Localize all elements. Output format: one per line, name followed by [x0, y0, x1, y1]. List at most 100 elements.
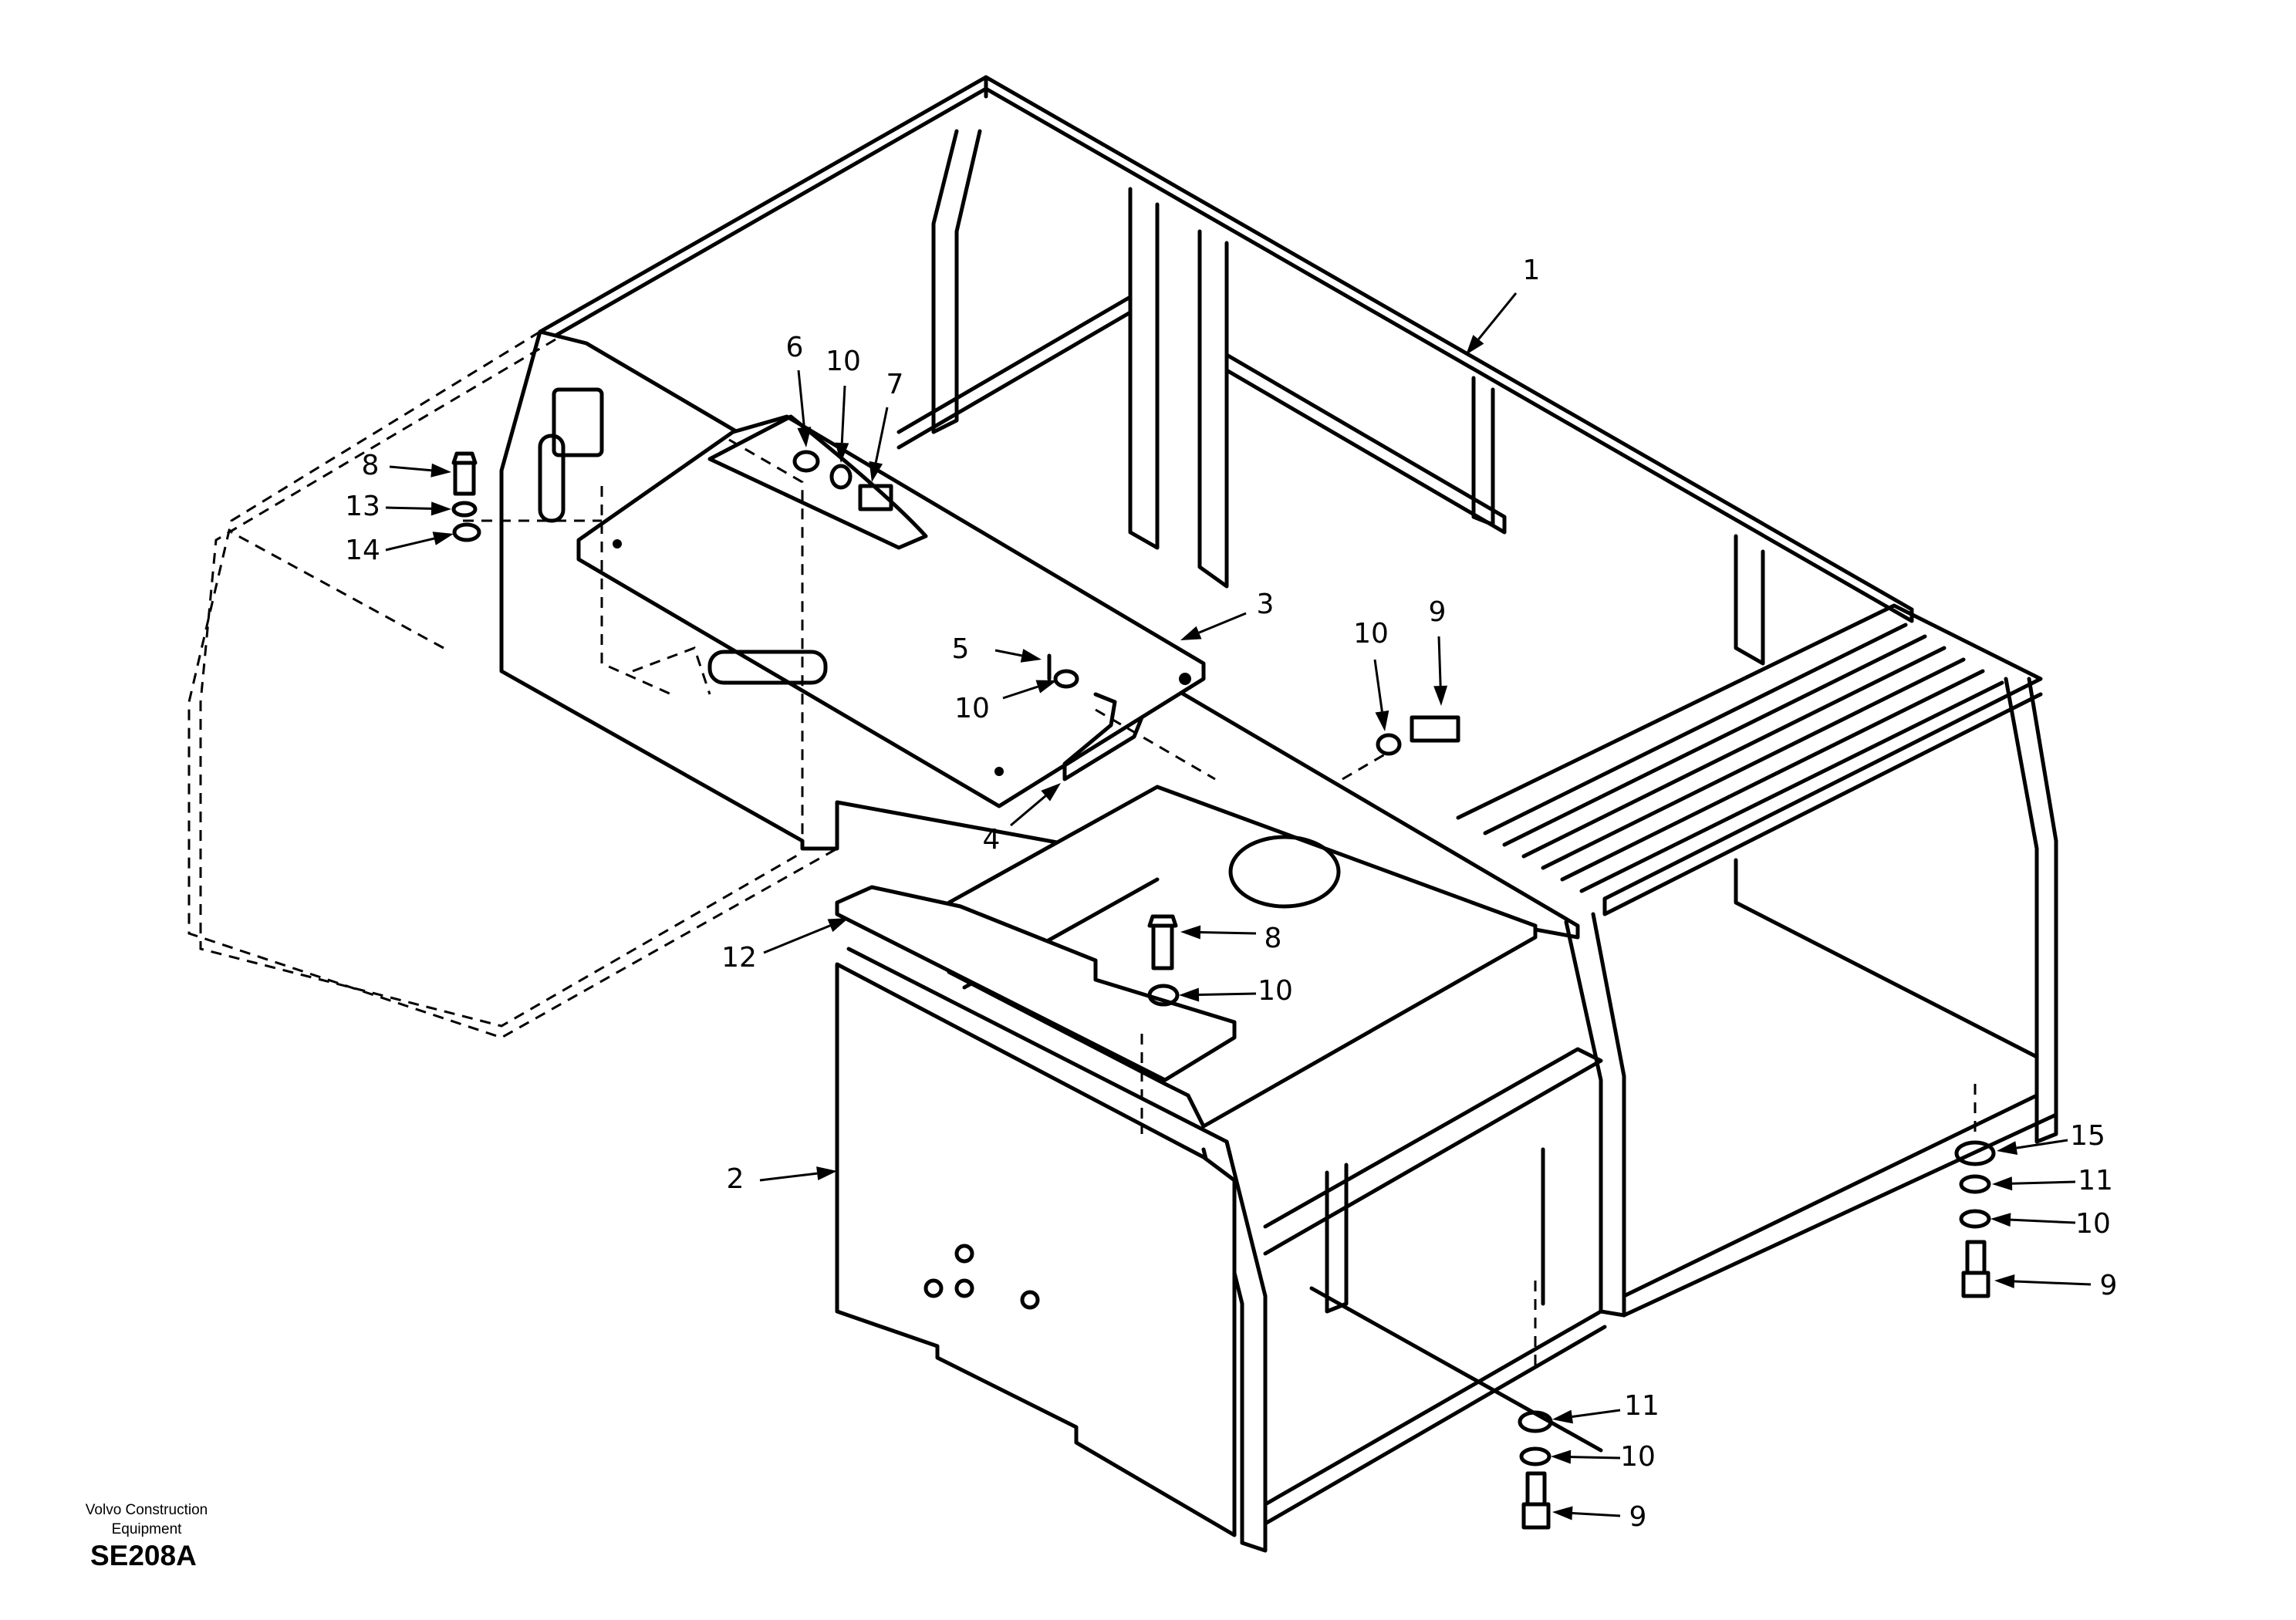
- callout-9: 9: [1552, 1501, 1646, 1533]
- callout-label: 4: [983, 824, 1001, 856]
- callout-label: 11: [1624, 1390, 1660, 1422]
- leader-line: [1010, 795, 1047, 827]
- callout-label: 14: [345, 535, 380, 566]
- arrowhead: [827, 918, 849, 933]
- arrowhead: [1041, 783, 1061, 802]
- arrowhead: [797, 427, 812, 447]
- arrowhead: [430, 501, 451, 516]
- callout-label: 13: [345, 491, 380, 522]
- arrowhead: [1997, 1141, 2018, 1155]
- leader-line: [2016, 1139, 2068, 1149]
- leader-line: [1477, 292, 1518, 340]
- leader-line: [874, 407, 889, 463]
- arrowhead: [1433, 685, 1448, 706]
- arrowhead: [1552, 1409, 1573, 1424]
- callout-8: 8: [362, 450, 451, 481]
- callout-8: 8: [1180, 923, 1281, 954]
- callout-label: 5: [952, 633, 970, 665]
- callout-4: 4: [983, 783, 1061, 856]
- callout-label: 9: [1429, 596, 1447, 628]
- main-frame: [499, 75, 2058, 1553]
- callout-10: 10: [1353, 618, 1389, 731]
- callout-10: 10: [954, 680, 1057, 724]
- leader-line: [2011, 1180, 2076, 1185]
- callout-label: 1: [1523, 255, 1541, 286]
- callout-7: 7: [869, 369, 903, 482]
- callout-label: 12: [721, 942, 757, 974]
- callout-3: 3: [1180, 589, 1274, 640]
- leader-line: [385, 537, 435, 552]
- hinge-link: [1062, 692, 1144, 781]
- angle-plate: [835, 885, 1237, 1082]
- callout-label: 2: [727, 1163, 745, 1195]
- arrowhead: [1994, 1274, 2015, 1289]
- callout-11: 11: [1992, 1165, 2113, 1196]
- adjacent-housing-outline: [187, 330, 1977, 1365]
- manufacturer-line-1: Volvo Construction: [85, 1502, 208, 1518]
- figure-code: SE208A: [90, 1540, 197, 1571]
- arrowhead: [1020, 649, 1042, 663]
- callout-label: 9: [2100, 1270, 2118, 1301]
- callout-6: 6: [786, 332, 812, 447]
- arrowhead: [1179, 987, 1200, 1002]
- callout-label: 10: [1620, 1441, 1656, 1473]
- leader-line: [1570, 1456, 1621, 1460]
- callout-label: 7: [886, 369, 904, 400]
- arrowhead: [1180, 925, 1201, 940]
- callout-13: 13: [345, 491, 451, 522]
- arrowhead: [1375, 710, 1389, 731]
- louvre-grille: [1483, 623, 2004, 893]
- callout-14: 14: [345, 532, 454, 566]
- arrowhead: [1466, 335, 1484, 355]
- callout-10: 10: [1179, 975, 1293, 1007]
- arrowhead: [432, 532, 454, 545]
- leader-line: [763, 924, 831, 954]
- callout-10: 10: [1551, 1441, 1656, 1473]
- leader-line: [759, 1172, 818, 1182]
- callout-label: 8: [362, 450, 380, 481]
- leader-line: [994, 649, 1022, 657]
- callout-9: 9: [1429, 596, 1448, 706]
- leader-line: [1572, 1409, 1621, 1418]
- callout-label: 8: [1264, 923, 1282, 954]
- leader-line: [1198, 612, 1247, 634]
- arrowhead: [430, 463, 451, 478]
- callout-2: 2: [727, 1163, 837, 1195]
- callout-10: 10: [826, 346, 861, 463]
- callout-label: 3: [1257, 589, 1275, 620]
- arrowhead: [869, 461, 883, 482]
- callout-1: 1: [1466, 255, 1540, 355]
- callout-label: 6: [786, 332, 804, 363]
- manufacturer-credit: Volvo Construction Equipment: [54, 1500, 239, 1539]
- arrowhead: [1035, 680, 1057, 694]
- callout-9: 9: [1994, 1270, 2117, 1301]
- arrowhead: [835, 442, 849, 463]
- leader-line: [1373, 659, 1383, 712]
- arrowhead: [1990, 1213, 2011, 1227]
- callout-label: 10: [1258, 975, 1293, 1007]
- arrowhead: [1992, 1176, 2013, 1191]
- manufacturer-line-2: Equipment: [111, 1521, 182, 1537]
- callout-11: 11: [1552, 1390, 1660, 1424]
- callout-label: 10: [826, 346, 861, 377]
- callout-label: 10: [1353, 618, 1389, 650]
- leader-line: [389, 465, 432, 472]
- arrowhead: [1552, 1506, 1573, 1520]
- callout-label: 10: [2075, 1208, 2111, 1240]
- arrowhead: [1180, 626, 1202, 640]
- callout-label: 11: [2078, 1165, 2113, 1196]
- leader-line: [2010, 1218, 2076, 1224]
- arrowhead: [1551, 1450, 1572, 1464]
- leader-line: [1002, 685, 1038, 700]
- leader-line: [2014, 1280, 2092, 1286]
- callout-15: 15: [1997, 1120, 2105, 1155]
- leader-line: [1437, 636, 1442, 687]
- leader-line: [840, 385, 846, 444]
- fasteners: [451, 450, 1996, 1530]
- callout-5: 5: [952, 633, 1042, 665]
- leader-line: [1572, 1511, 1621, 1517]
- callout-label: 15: [2070, 1120, 2105, 1152]
- side-panel: [835, 947, 1237, 1537]
